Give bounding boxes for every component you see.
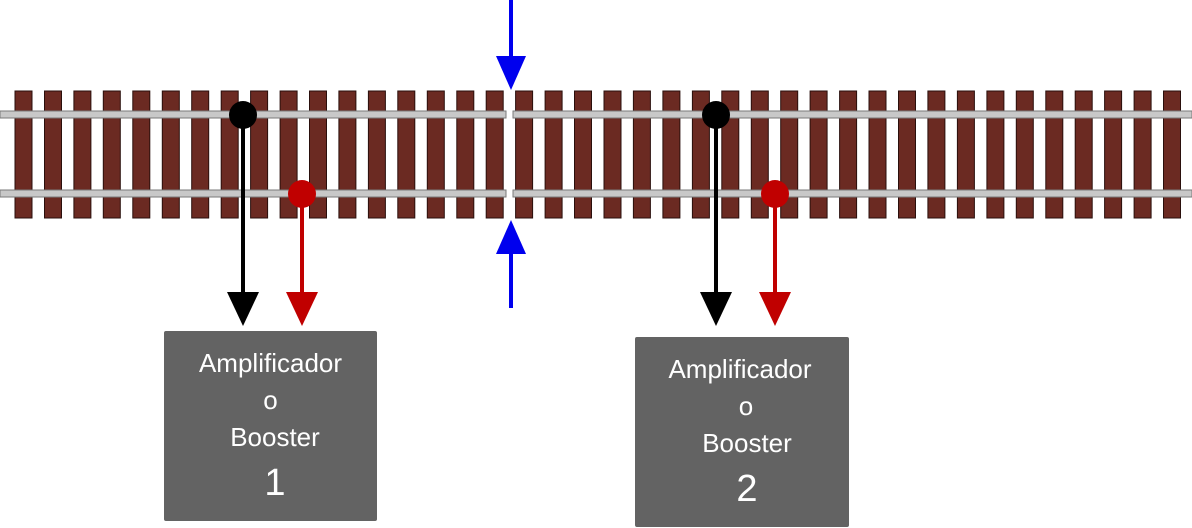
black-arrow-1 <box>227 292 259 326</box>
black-connection-1 <box>229 101 257 129</box>
sleeper <box>1133 90 1152 219</box>
sleeper <box>132 90 151 219</box>
sleeper <box>426 90 445 219</box>
red-arrow-2 <box>759 292 791 326</box>
booster-2-number: 2 <box>736 468 757 510</box>
sleeper <box>662 90 681 219</box>
booster-1-line3: Booster <box>230 422 320 452</box>
feeder-wires-2 <box>700 101 791 326</box>
sleeper <box>44 90 62 219</box>
arrow-down-icon <box>496 56 526 90</box>
sleeper <box>515 90 534 219</box>
sleeper <box>603 90 622 219</box>
sleeper <box>1104 90 1123 219</box>
sleeper <box>102 90 121 219</box>
track-sleepers <box>14 90 1181 219</box>
booster-2-line2: o <box>739 391 753 421</box>
red-connection-2 <box>761 180 789 208</box>
booster-1-number: 1 <box>264 462 285 504</box>
sleeper <box>868 90 887 219</box>
sleeper <box>338 90 357 219</box>
red-connection-1 <box>288 180 316 208</box>
feeder-wires-1 <box>227 101 318 326</box>
sleeper <box>485 90 504 219</box>
sleeper <box>1015 90 1034 219</box>
sleeper <box>956 90 975 219</box>
booster-1-line1: Amplificador <box>199 348 342 378</box>
sleeper <box>1045 90 1064 219</box>
sleeper <box>809 90 828 219</box>
rail-bottom-section-right <box>512 189 1192 198</box>
booster-box-1: Amplificador o Booster 1 <box>164 331 377 521</box>
booster-1-line2: o <box>263 385 277 415</box>
sleeper <box>161 90 180 219</box>
sleeper <box>456 90 475 219</box>
sleeper <box>927 90 946 219</box>
booster-2-line3: Booster <box>702 428 792 458</box>
arrow-up-icon <box>496 220 526 254</box>
booster-2-line1: Amplificador <box>668 354 811 384</box>
sleeper <box>397 90 416 219</box>
gap-arrow-bottom <box>496 220 526 308</box>
black-arrow-2 <box>700 292 732 326</box>
sleeper <box>632 90 651 219</box>
red-arrow-1 <box>286 292 318 326</box>
black-connection-2 <box>702 101 730 129</box>
sleeper <box>1074 90 1093 219</box>
rail-top-section-right <box>512 110 1192 119</box>
booster-box-2: Amplificador o Booster 2 <box>635 337 849 527</box>
sleeper <box>839 90 858 219</box>
sleeper <box>191 90 210 219</box>
sleeper <box>574 90 592 219</box>
sleeper <box>250 90 269 219</box>
gap-arrow-top <box>496 0 526 90</box>
sleeper <box>898 90 916 219</box>
sleeper <box>1163 90 1181 219</box>
rail-bottom-section-left <box>0 189 507 198</box>
sleeper <box>986 90 1005 219</box>
sleeper <box>544 90 563 219</box>
sleeper <box>309 90 327 219</box>
sleeper <box>73 90 92 219</box>
sleeper <box>14 90 33 219</box>
sleeper <box>367 90 386 219</box>
